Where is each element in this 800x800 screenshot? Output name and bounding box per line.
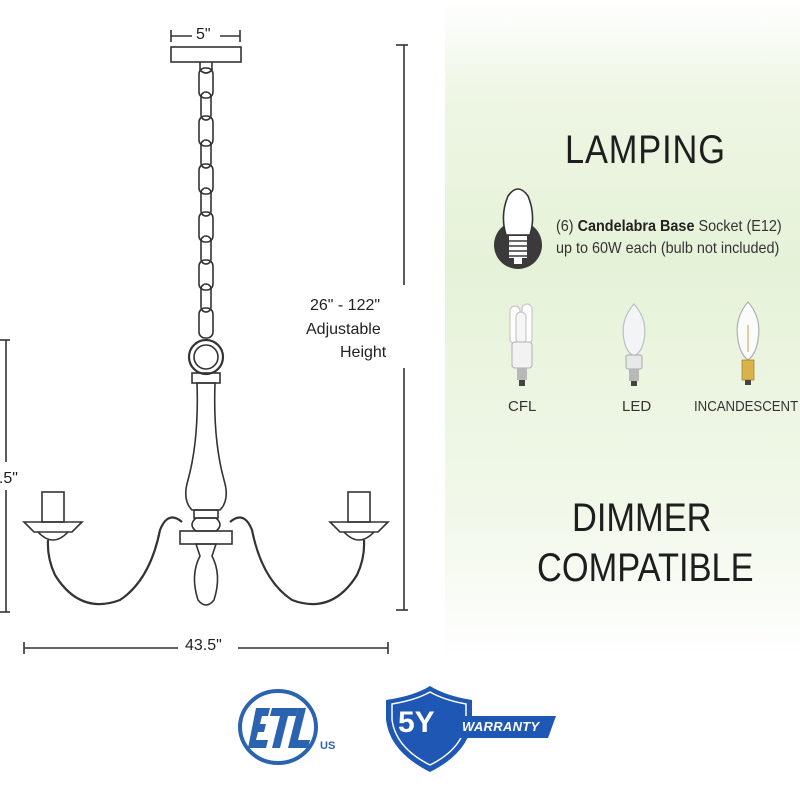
socket-description: (6) Candelabra Base Socket (E12) [556,218,782,236]
height-dimension-bracket [396,44,408,611]
body-band [179,530,233,545]
body-height-dimension-bracket [0,339,10,613]
left-candle-cup [22,491,84,541]
socket-rest: Socket (E12) [694,218,782,235]
cfl-bulb-icon [509,303,533,386]
center-column [184,382,228,511]
canopy-dimension-bracket [170,30,241,42]
dimmer-title-line2: COMPATIBLE [537,546,754,590]
width-dimension-bracket [23,642,389,654]
loop-ring [187,338,225,376]
led-bulb-icon [622,303,646,386]
dimmer-title-line1: DIMMER [572,496,712,540]
bulb-label-incandescent: INCANDESCENT [694,398,799,415]
canopy-width-label: 5" [196,26,211,43]
etl-logo [238,689,318,765]
warranty-years: 5Y [398,706,435,739]
bulb-label-cfl: CFL [508,398,537,415]
incandescent-bulb-icon [736,301,760,385]
left-arm [46,516,183,606]
height-label-adjustable: Adjustable [306,321,381,338]
etl-us-mark: US [320,740,336,752]
bulb-label-led: LED [622,398,652,415]
bottom-finial [193,543,219,606]
right-candle-cup [328,491,390,541]
body-height-label: 2.5" [0,470,18,487]
canopy [170,46,242,63]
wattage-description: up to 60W each (bulb not included) [556,240,780,257]
socket-type: Candelabra Base [577,218,695,235]
warranty-label: WARRANTY [462,719,540,734]
chain [198,67,214,339]
lamping-title: LAMPING [565,128,726,172]
width-label: 43.5" [185,637,222,654]
candelabra-bulb-icon [494,188,542,269]
height-label-range: 26" - 122" [310,297,381,314]
socket-count: (6) [556,218,578,235]
right-arm [229,516,366,606]
warranty-shield [386,686,556,772]
height-label-height: Height [340,344,387,361]
